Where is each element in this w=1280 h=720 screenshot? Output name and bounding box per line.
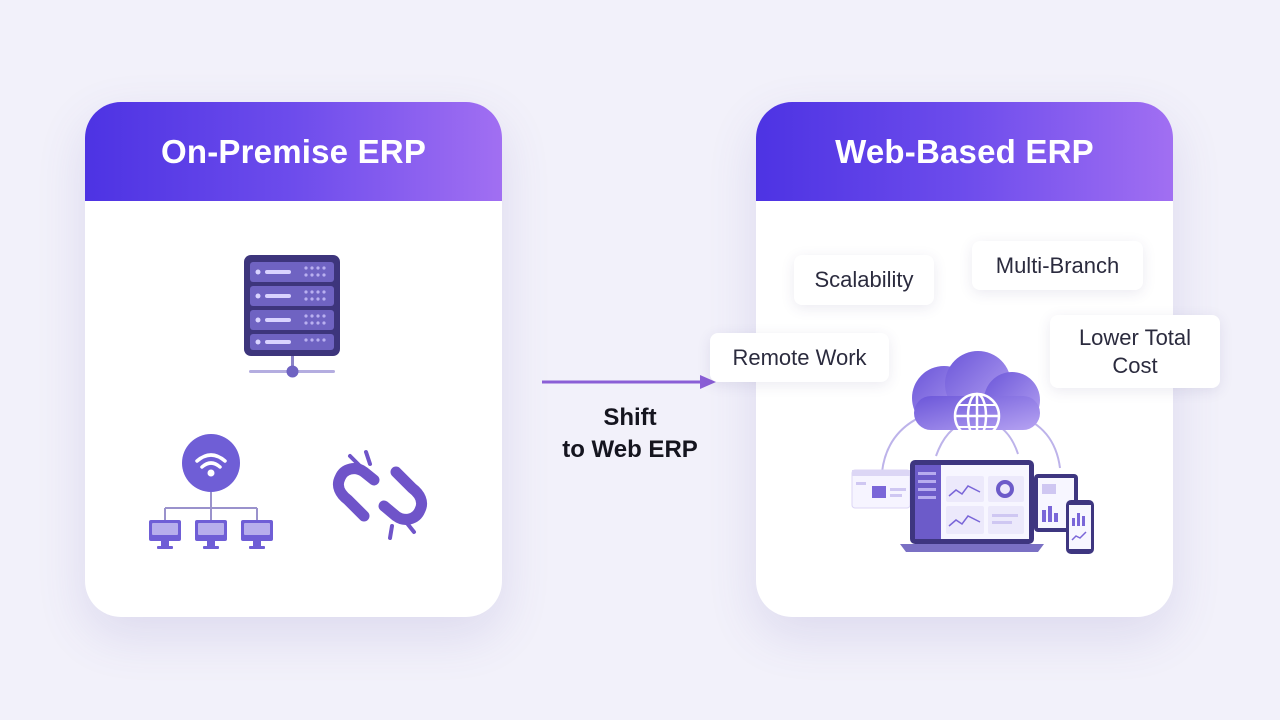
- feature-tag-scalability: Scalability: [794, 255, 934, 305]
- on-premise-erp-title: On-Premise ERP: [85, 102, 502, 201]
- feature-tag-lower-total-cost: Lower Total Cost: [1050, 315, 1220, 388]
- shift-label: Shift to Web ERP: [562, 404, 698, 463]
- shift-arrow: [542, 375, 716, 389]
- phone-icon: [1066, 500, 1094, 554]
- broken-link-icon: [332, 450, 428, 540]
- web-based-erp-title: Web-Based ERP: [756, 102, 1173, 201]
- cloud-devices-illustration: [851, 351, 1094, 554]
- cloud-globe-icon: [912, 351, 1040, 440]
- desktop-panel-icon: [851, 469, 911, 509]
- on-premise-erp-card: On-Premise ERP: [85, 102, 502, 617]
- laptop-dashboard-icon: [900, 460, 1044, 552]
- server-rack-icon: [244, 255, 340, 378]
- feature-tag-multi-branch: Multi-Branch: [972, 241, 1143, 290]
- feature-tag-remote-work: Remote Work: [710, 333, 889, 382]
- wifi-network-icon: [149, 434, 273, 549]
